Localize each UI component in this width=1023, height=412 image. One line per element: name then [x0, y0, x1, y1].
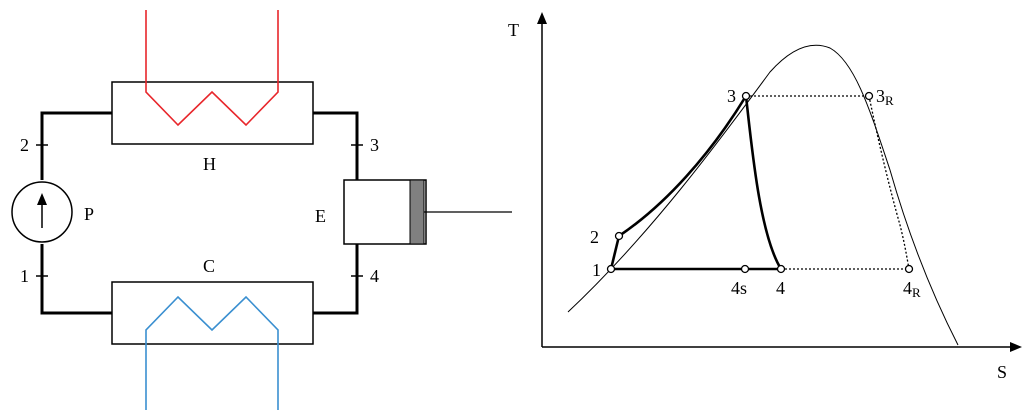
expander-piston — [409, 179, 425, 245]
pump-label: P — [84, 204, 94, 224]
hot-stream-line — [145, 10, 279, 127]
point-4 — [776, 264, 786, 274]
process-2-3 — [618, 95, 748, 238]
point-label-1: 1 — [592, 260, 601, 280]
point-1 — [606, 264, 616, 274]
cycle-circuit: 2 1 3 4 H C P E — [11, 10, 512, 410]
process-1-2 — [609, 235, 621, 270]
s-axis-label: S — [997, 362, 1007, 382]
s-axis-arrow-icon — [1010, 342, 1022, 352]
t-axis-arrow-icon — [537, 12, 547, 24]
point-label-3R-sub: R — [885, 93, 894, 108]
point-label-2: 2 — [590, 227, 599, 247]
point-label-4R-main: 4 — [903, 278, 912, 298]
process-3-4 — [744, 95, 783, 270]
pipe-expander-to-condenser — [313, 244, 359, 315]
dotted-3R-to-4R — [868, 95, 910, 270]
point-label-4: 4 — [776, 278, 785, 298]
pump-arrow-icon — [37, 193, 47, 205]
pipe-pump-to-heater — [40, 111, 112, 180]
cycle-path — [609, 95, 783, 271]
ts-diagram: T S 1 2 3 4s — [508, 12, 1022, 382]
state-points — [606, 91, 914, 274]
point-4s — [740, 264, 750, 274]
state-label-2: 2 — [20, 135, 29, 155]
piping — [40, 111, 359, 315]
pipe-heater-to-expander — [313, 111, 359, 180]
point-3R — [864, 91, 874, 101]
condenser-label: C — [203, 256, 215, 276]
cold-stream-line — [145, 295, 279, 410]
point-label-4R-sub: R — [912, 285, 921, 300]
expander-label: E — [315, 206, 326, 226]
dotted-lines — [746, 95, 910, 270]
point-label-4s: 4s — [731, 278, 747, 298]
point-label-3: 3 — [727, 86, 736, 106]
saturation-dome — [567, 44, 959, 346]
point-label-3R-main: 3 — [876, 86, 885, 106]
point-3 — [741, 91, 751, 101]
condenser-box — [111, 281, 314, 345]
point-4R — [904, 264, 914, 274]
pipe-condenser-to-pump — [40, 244, 112, 315]
t-axis-label: T — [508, 20, 519, 40]
point-label-3R: 3R — [876, 86, 894, 108]
state-ticks — [36, 144, 363, 277]
point-2 — [614, 231, 624, 241]
heater-box — [111, 81, 314, 145]
state-label-1: 1 — [20, 266, 29, 286]
state-label-4: 4 — [370, 266, 379, 286]
point-label-4R: 4R — [903, 278, 921, 300]
state-label-3: 3 — [370, 135, 379, 155]
heater-label: H — [203, 154, 216, 174]
